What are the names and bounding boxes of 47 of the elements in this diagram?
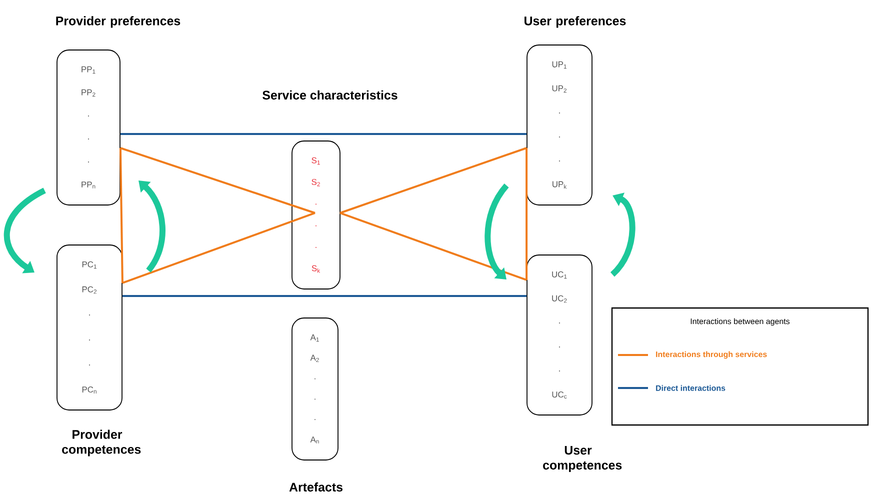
item-label: .: [88, 138, 89, 140]
item-label: PC$_{n}$: [82, 386, 96, 394]
connector-line: [120, 147, 316, 214]
connector-line: [340, 212, 527, 281]
item-label: PP$_{1}$: [82, 66, 96, 74]
item-label: .: [314, 419, 316, 420]
item-label: .: [314, 398, 316, 400]
item-label: UC$_{c}$: [552, 392, 567, 398]
curved-arrow: [138, 180, 166, 272]
item-label: .: [559, 322, 560, 324]
item-label: S$_{1}$: [312, 157, 320, 165]
heading: Service characteristics: [262, 90, 398, 100]
item-label: PP$_{2}$: [82, 89, 96, 97]
curved-arrow: [484, 184, 509, 280]
heading: Artefacts: [289, 482, 342, 492]
item-label: A$_{2}$: [310, 354, 319, 362]
item-label: .: [559, 112, 560, 114]
connector-line: [119, 148, 124, 284]
item-label: PP$_{n}$: [82, 182, 96, 188]
item-label: .: [89, 364, 90, 366]
item-label: UP$_{1}$: [552, 61, 566, 69]
curved-arrow: [4, 188, 46, 274]
item-label: .: [559, 160, 560, 162]
heading: Provider competences: [62, 430, 141, 456]
item-label: UC$_{2}$: [552, 295, 567, 303]
item-label: .: [559, 136, 560, 138]
connector-line: [120, 133, 527, 135]
item-label: .: [559, 370, 560, 372]
item-label: UC$_{1}$: [552, 271, 567, 279]
connector-line: [340, 147, 527, 214]
item-label: PC$_{1}$: [82, 261, 96, 269]
item-label: S$_{k}$: [312, 265, 320, 273]
heading: Provider preferences: [56, 16, 180, 28]
item-label: S$_{2}$: [312, 178, 320, 186]
item-label: .: [89, 314, 90, 316]
item-label: UP$_{2}$: [552, 85, 566, 93]
heading: User competences: [543, 446, 622, 472]
item-label: UP$_{k}$: [552, 181, 567, 189]
item-label: PC$_{2}$: [82, 286, 96, 294]
item-label: .: [559, 346, 560, 348]
item-label: A$_{n}$: [310, 436, 319, 444]
connector-line: [122, 212, 316, 284]
connector-line: [526, 148, 528, 280]
heading: User preferences: [524, 16, 626, 28]
connector-line: [122, 295, 527, 297]
item-label: .: [314, 378, 316, 380]
item-label: A$_{1}$: [310, 334, 319, 342]
